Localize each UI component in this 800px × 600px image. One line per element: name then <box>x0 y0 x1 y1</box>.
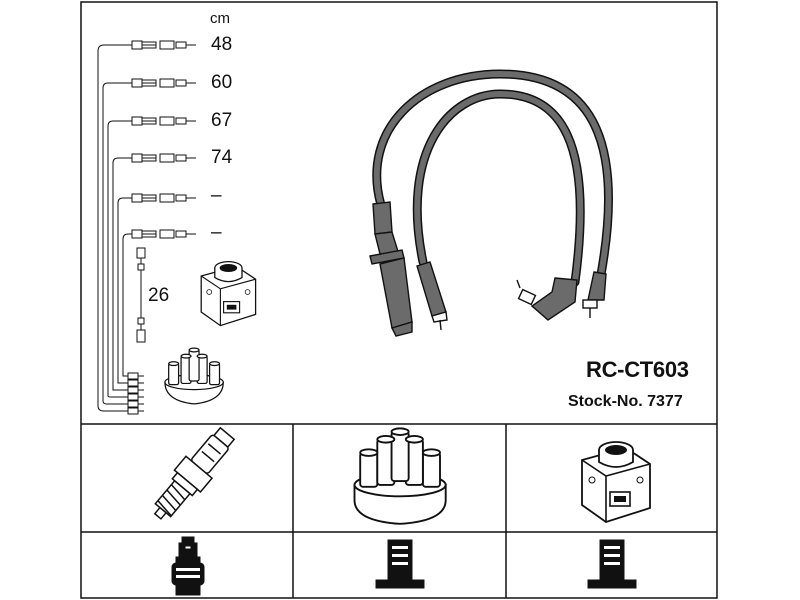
lead-bundle <box>97 44 132 412</box>
lead-connector-1 <box>131 40 196 50</box>
lead-connector-6 <box>131 229 196 239</box>
distributor-cap-small <box>164 347 224 405</box>
distributor-cap-icon <box>353 427 447 525</box>
ignition-coil-icon <box>581 441 651 523</box>
lead-length-2: 60 <box>211 72 233 93</box>
plug-boot-long <box>369 201 413 337</box>
lead-connector-4 <box>131 153 196 163</box>
coil-lead <box>136 247 146 343</box>
lead-length-6: – <box>211 222 222 243</box>
spark-plug-icon <box>153 426 236 520</box>
cap-terminal-icon <box>375 539 425 589</box>
plug-terminal-icon <box>171 536 205 596</box>
lead-length-3: 67 <box>211 110 233 131</box>
ignition-coil-small <box>200 260 257 327</box>
bundle-terminals <box>127 372 144 415</box>
coil-boot-angled <box>516 277 578 321</box>
coil-lead-length: 26 <box>148 285 170 306</box>
lead-length-5: – <box>211 185 222 206</box>
unit-label: cm <box>210 10 230 27</box>
lead-connector-3 <box>131 116 196 126</box>
coil-terminal-icon <box>587 539 637 589</box>
frame-lines <box>80 1 718 599</box>
lead-length-4: 74 <box>211 147 233 168</box>
ignition-cable-pair <box>372 69 613 287</box>
part-number: RC-CT603 <box>586 357 689 382</box>
lead-connector-2 <box>131 78 196 88</box>
coil-boot-straight <box>582 271 607 318</box>
lead-length-1: 48 <box>211 34 233 55</box>
lead-connectors <box>131 40 196 239</box>
plug-boot-short <box>416 261 448 331</box>
lead-connector-5 <box>131 193 196 203</box>
stock-number: Stock-No. 7377 <box>568 393 683 410</box>
